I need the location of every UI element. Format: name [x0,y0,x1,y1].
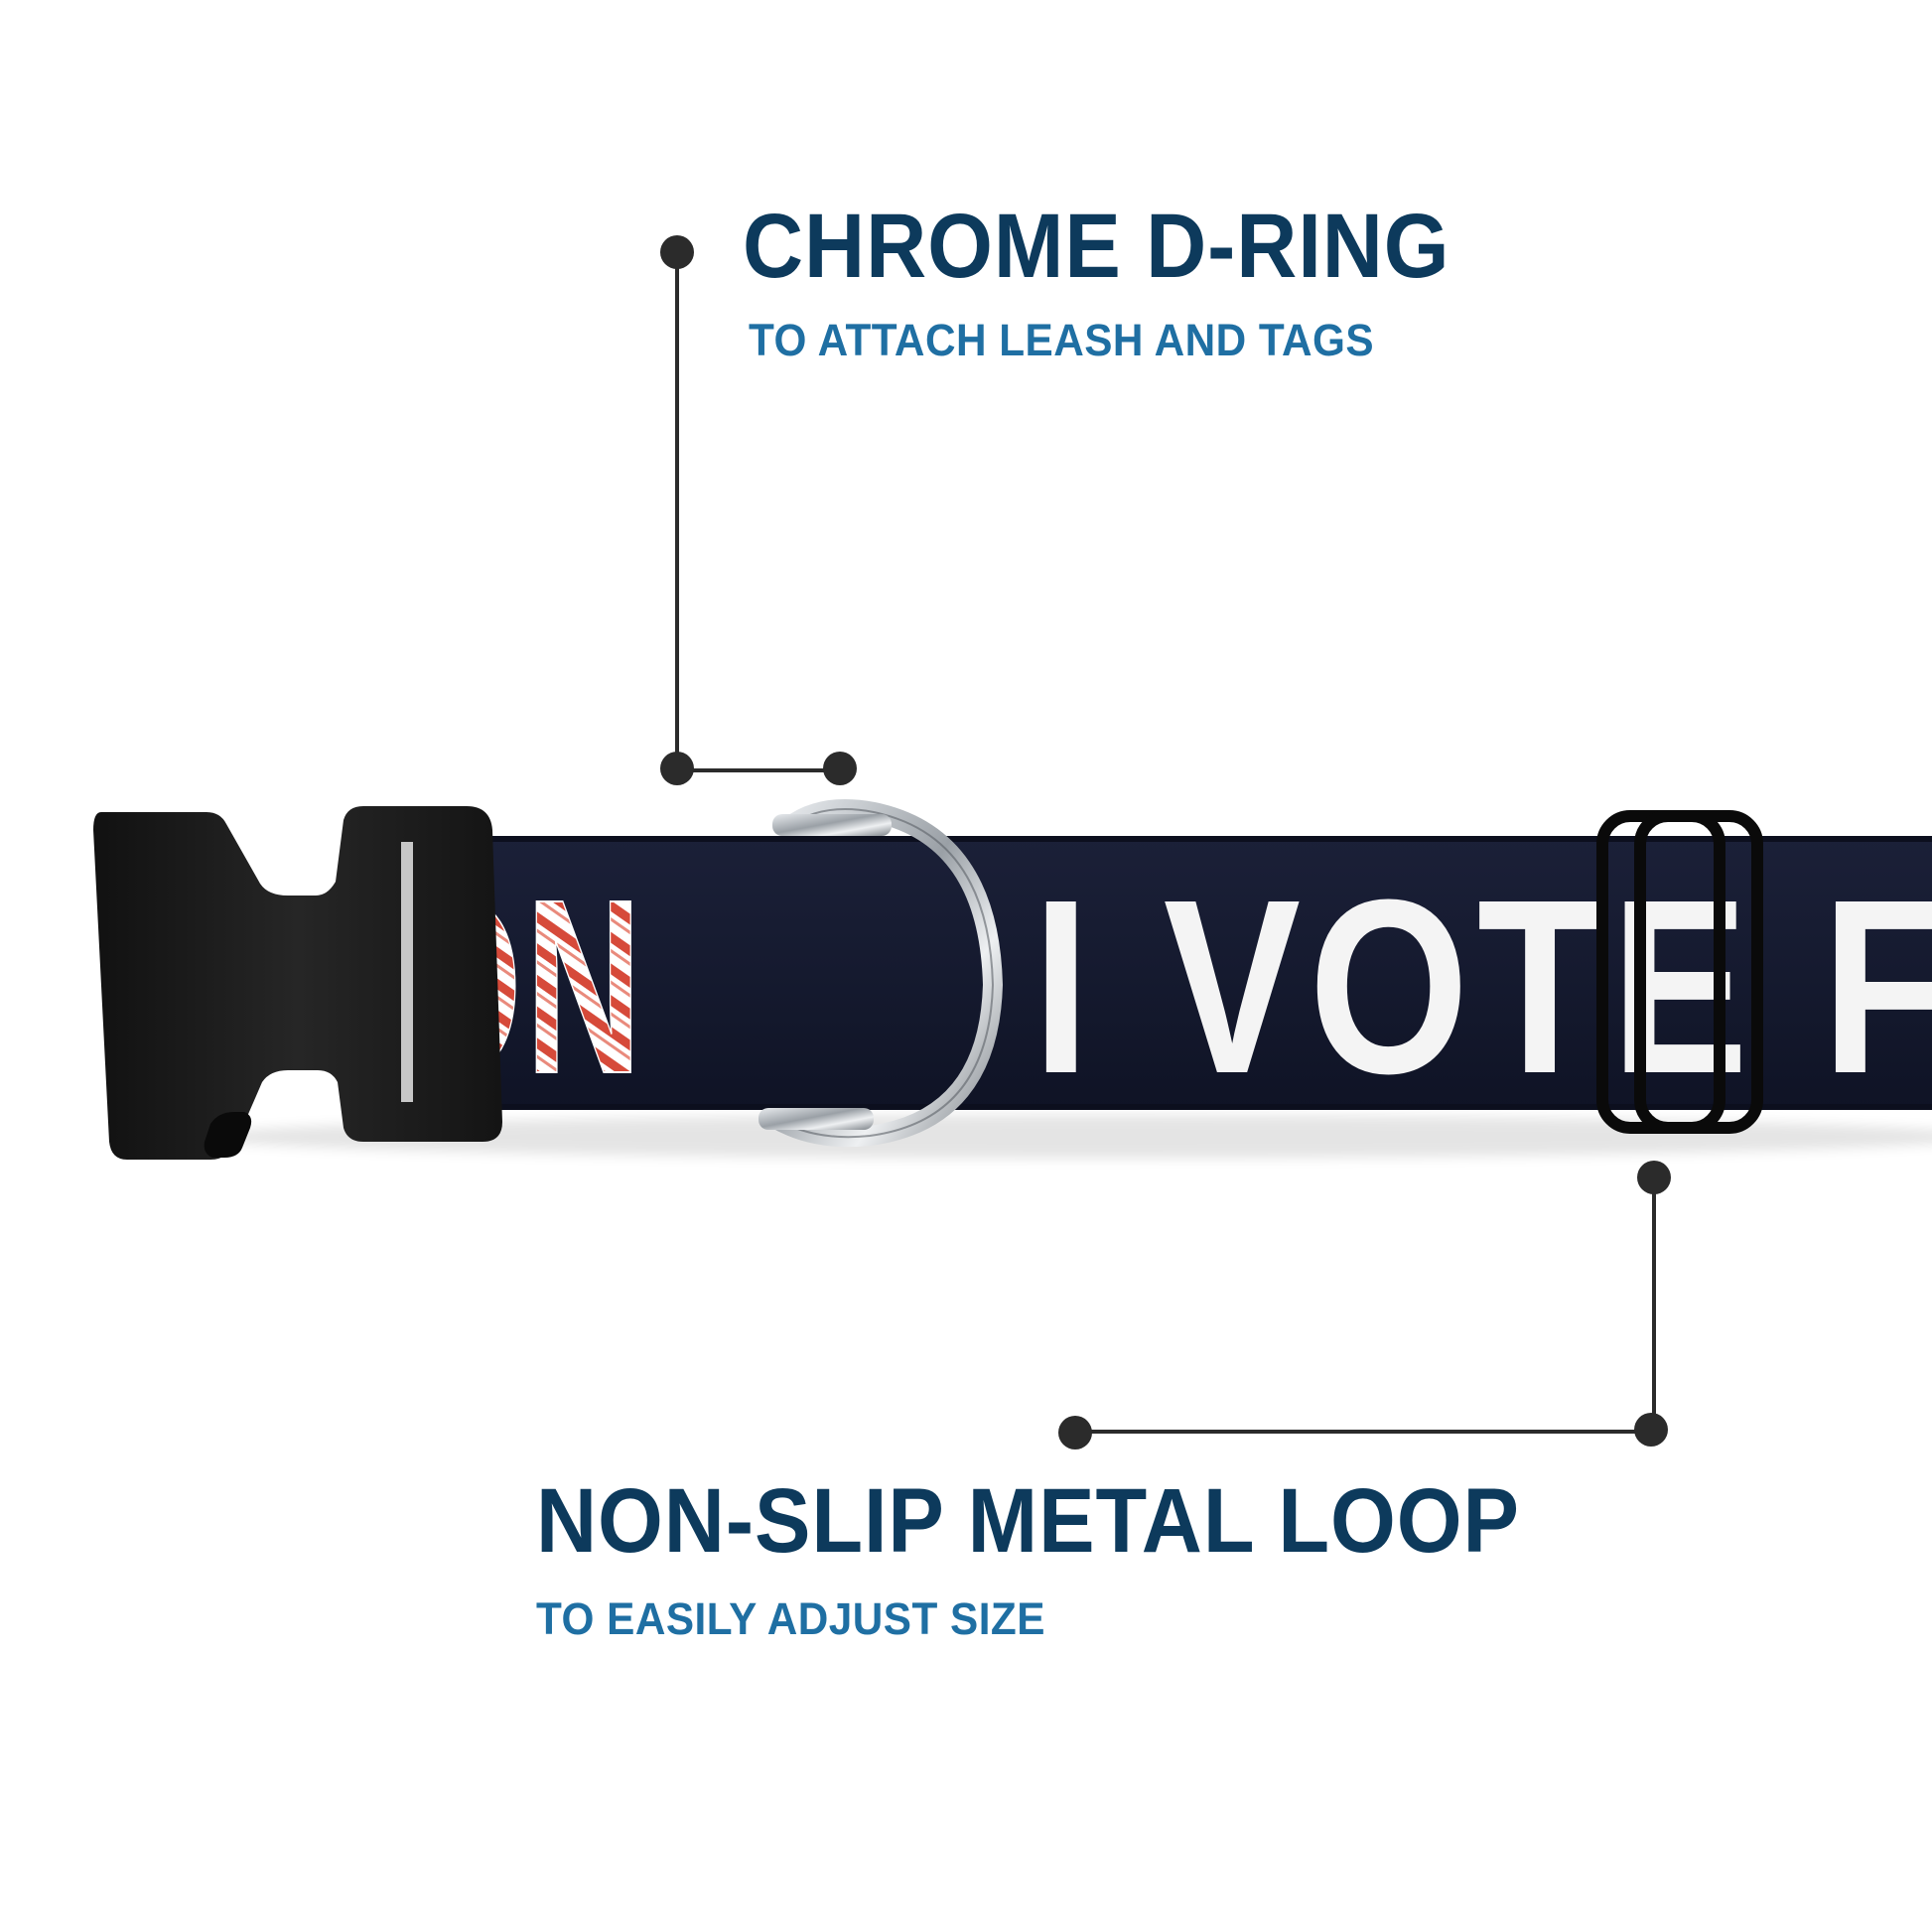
collar-shadow [199,1115,1932,1159]
collar-strap [401,836,1932,1110]
dring-leader-top-dot [660,235,694,269]
d-ring-icon [759,799,1004,1148]
dring-leader-corner-dot [660,752,694,785]
loop-leader-end-dot [1058,1416,1092,1449]
loop-callout-subtitle: TO EASILY ADJUST SIZE [536,1593,1045,1644]
loop-leader [1058,1161,1671,1449]
dring-callout-title: CHROME D-RING [743,196,1450,297]
dring-leader-end-dot [823,752,857,785]
collar-print-right: I VOTE F [1033,848,1932,1125]
loop-callout-title: NON-SLIP METAL LOOP [536,1470,1520,1572]
dring-callout-subtitle: TO ATTACH LEASH AND TAGS [749,315,1375,365]
loop-leader-top-dot [1637,1161,1671,1194]
buckle-icon [93,806,502,1160]
slide-loop-icon [1596,810,1763,1134]
dring-leader [660,235,857,785]
loop-leader-corner-dot [1634,1413,1668,1447]
collar-print: ON I VOTE F [401,847,1932,1125]
